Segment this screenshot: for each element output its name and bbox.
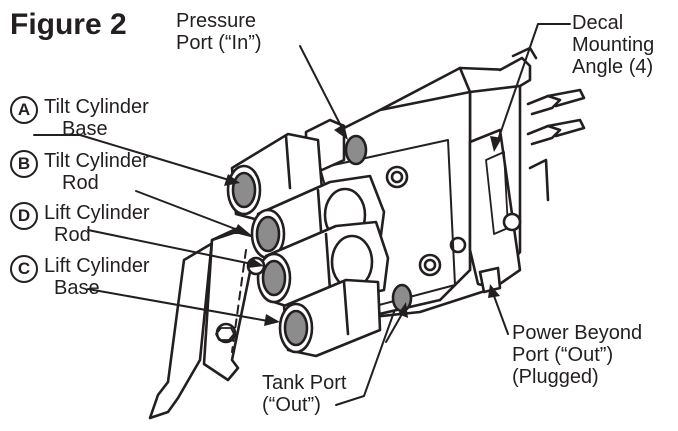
tank-port-line2: (“Out”) xyxy=(262,394,321,416)
tilt-cylinder-base-line1: Tilt Cylinder xyxy=(44,96,149,118)
power-beyond-port xyxy=(478,266,502,294)
spool-fittings xyxy=(498,46,586,202)
figure-title: Figure 2 xyxy=(10,8,127,41)
tilt-cylinder-rod-label: Tilt Cylinder Rod xyxy=(44,150,149,194)
power-beyond-line1: Power Beyond xyxy=(512,322,643,344)
pressure-port-opening xyxy=(344,134,368,166)
lift-cylinder-rod-line1: Lift Cylinder xyxy=(44,202,150,224)
tank-port-line1: Tank Port xyxy=(262,372,347,394)
lift-cylinder-rod-label: Lift Cylinder Rod xyxy=(44,202,150,246)
callout-b-badge: B xyxy=(10,150,38,178)
decal-angle-label: Decal Mounting Angle (4) xyxy=(572,12,654,78)
lift-cylinder-base-line1: Lift Cylinder xyxy=(44,255,150,277)
decal-angle-label-line1: Decal xyxy=(572,12,624,34)
leader-arrows xyxy=(224,124,502,326)
callout-a-badge: A xyxy=(10,96,38,124)
lift-cylinder-rod-line2: Rod xyxy=(54,224,91,246)
tilt-cylinder-base-line2: Base xyxy=(62,118,108,140)
decal-angle-label-line3: Angle (4) xyxy=(572,56,654,78)
decal-angle-plate xyxy=(468,128,522,290)
pressure-port-label-line2: Port (“In”) xyxy=(176,32,262,54)
tilt-cylinder-base-label: Tilt Cylinder Base xyxy=(44,96,149,140)
decal-angle-label-line2: Mounting xyxy=(572,34,655,56)
lift-cylinder-base-line2: Base xyxy=(54,277,100,299)
callout-d-badge: D xyxy=(10,202,38,230)
tilt-cylinder-rod-line1: Tilt Cylinder xyxy=(44,150,149,172)
pressure-port-label: Pressure Port (“In”) xyxy=(176,10,262,54)
tank-port-label: Tank Port (“Out”) xyxy=(262,372,346,416)
lift-cylinder-base-label: Lift Cylinder Base xyxy=(44,255,150,299)
pressure-port-label-line1: Pressure xyxy=(176,10,257,32)
callout-c-badge: C xyxy=(10,255,38,283)
coupler-C xyxy=(278,278,382,358)
pressure-port-fitting xyxy=(304,118,368,172)
power-beyond-line3: (Plugged) xyxy=(512,366,599,388)
power-beyond-line2: Port (“Out”) xyxy=(512,344,614,366)
tilt-cylinder-rod-line2: Rod xyxy=(62,172,99,194)
tank-port-opening xyxy=(391,283,413,313)
leader-lines xyxy=(33,23,571,406)
power-beyond-label: Power Beyond Port (“Out”) (Plugged) xyxy=(512,322,642,388)
